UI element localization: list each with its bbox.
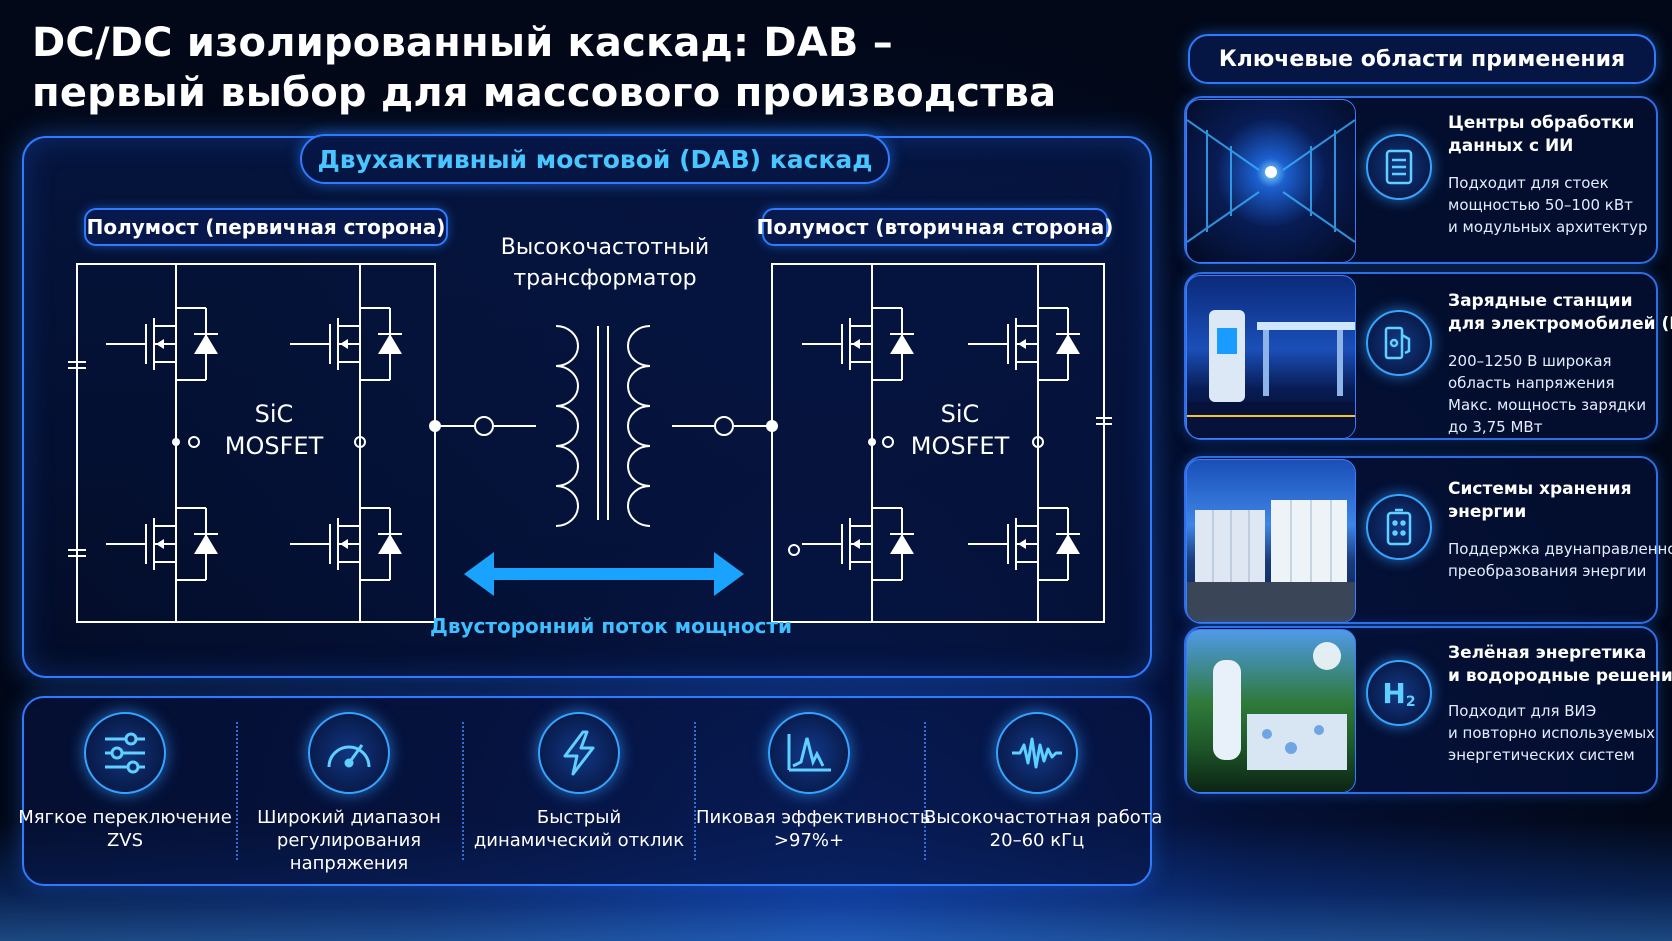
application-title: Центры обработки данных с ИИ (1448, 112, 1656, 158)
right-sic-mosfet-label: SiC MOSFET (890, 398, 1030, 462)
right-device-line-2: MOSFET (910, 432, 1010, 460)
application-desc-line: Подходит для ВИЭ (1448, 702, 1597, 720)
feature-peak-efficiency: Пиковая эффективность >97%+ (696, 712, 931, 852)
lightning-icon (538, 712, 620, 794)
feature-line-2: ZVS (106, 830, 144, 851)
feature-line-2: 20–60 кГц (989, 830, 1085, 851)
hydrogen-symbol: H (1382, 676, 1406, 710)
application-desc-line: Макс. мощность зарядки (1448, 396, 1647, 414)
application-title-line: Зарядные станции (1448, 291, 1633, 311)
transformer-label: Высокочастотный трансформатор (480, 232, 730, 294)
feature-high-frequency: Высокочастотная работа 20–60 кГц (924, 712, 1163, 852)
application-desc-line: и модульных архитектур (1448, 218, 1648, 236)
application-desc-line: область напряжения (1448, 374, 1615, 392)
feature-line-1: Мягкое переключение (18, 807, 232, 828)
feature-dynamic-response: Быстрый динамический отклик (466, 712, 692, 852)
application-title-line: данных с ИИ (1448, 136, 1574, 156)
energy-storage-image (1186, 459, 1356, 623)
feature-line-2: регулирования (276, 830, 422, 851)
application-title-line: Центры обработки (1448, 113, 1635, 133)
application-desc-line: до 3,75 МВт (1448, 418, 1543, 436)
data-center-image (1186, 99, 1356, 263)
left-sic-mosfet-label: SiC MOSFET (204, 398, 344, 462)
application-desc-line: и повторно используемых (1448, 724, 1656, 742)
left-device-line-2: MOSFET (224, 432, 324, 460)
application-title-line: и водородные решения (1448, 666, 1672, 686)
transformer-label-line-1: Высокочастотный (500, 235, 710, 260)
right-device-line-1: SiC (940, 400, 980, 428)
application-desc-line: преобразования энергии (1448, 562, 1647, 580)
ev-charger-icon (1366, 310, 1432, 376)
application-title: Зарядные станции для электромобилей (MCS… (1448, 290, 1672, 336)
waveform-icon (996, 712, 1078, 794)
battery-storage-icon (1366, 494, 1432, 560)
left-device-line-1: SiC (254, 400, 294, 428)
application-desc-line: энергетических систем (1448, 746, 1635, 764)
application-title-line: Зелёная энергетика (1448, 643, 1647, 663)
application-desc-line: 200–1250 В широкая (1448, 352, 1612, 370)
primary-side-label: Полумост (первичная сторона) (84, 208, 448, 246)
transformer-label-line-2: трансформатор (513, 266, 697, 291)
bidirectional-arrow-icon (464, 552, 744, 596)
feature-line-1: Высокочастотная работа (924, 807, 1163, 828)
feature-line-1: Пиковая эффективность (696, 807, 931, 828)
diagram-heading: Двухактивный мостовой (DAB) каскад (300, 134, 890, 184)
application-desc-line: Поддержка двунаправленного (1448, 540, 1672, 558)
page-title-line-2: первый выбор для массового производства (32, 70, 1057, 116)
application-title: Системы хранения энергии (1448, 478, 1656, 524)
application-desc-line: Подходит для стоек (1448, 174, 1609, 192)
ev-charging-image (1186, 275, 1356, 439)
feature-voltage-range: Широкий диапазон регулирования напряжени… (236, 712, 462, 875)
feature-line-2: динамический отклик (473, 830, 685, 851)
secondary-side-label: Полумост (вторичная сторона) (757, 208, 1113, 246)
application-desc-line: мощностью 50–100 кВт (1448, 196, 1633, 214)
application-description: Поддержка двунаправленного преобразовани… (1448, 538, 1672, 582)
feature-divider (694, 722, 696, 860)
application-title: Зелёная энергетика и водородные решения (1448, 642, 1672, 688)
power-flow-label: Двусторонний поток мощности (430, 614, 793, 638)
feature-divider (462, 722, 464, 860)
page-title: DC/DC изолированный каскад: DAB – первый… (32, 18, 1152, 118)
efficiency-peak-icon (768, 712, 850, 794)
application-title-line: Системы хранения (1448, 479, 1632, 499)
hydrogen-subscript: 2 (1405, 694, 1416, 710)
feature-divider (924, 722, 926, 860)
feature-line-1: Широкий диапазон (257, 807, 441, 828)
gauge-icon (308, 712, 390, 794)
feature-line-3: напряжения (289, 853, 409, 874)
application-description: Подходит для ВИЭ и повторно используемых… (1448, 700, 1656, 766)
feature-line-1: Быстрый (536, 807, 622, 828)
application-description: 200–1250 В широкая область напряжения Ма… (1448, 350, 1656, 438)
server-icon (1366, 134, 1432, 200)
feature-zvs: Мягкое переключение ZVS (12, 712, 238, 852)
application-title-line: энергии (1448, 502, 1527, 522)
hydrogen-image (1186, 629, 1356, 793)
sliders-icon (84, 712, 166, 794)
feature-divider (236, 722, 238, 860)
page-title-line-1: DC/DC изолированный каскад: DAB – (32, 20, 893, 66)
application-title-line: для электромобилей (MCS) (1448, 314, 1672, 334)
applications-heading: Ключевые области применения (1188, 34, 1656, 84)
feature-line-2: >97%+ (773, 830, 845, 851)
application-description: Подходит для стоек мощностью 50–100 кВт … (1448, 172, 1656, 238)
